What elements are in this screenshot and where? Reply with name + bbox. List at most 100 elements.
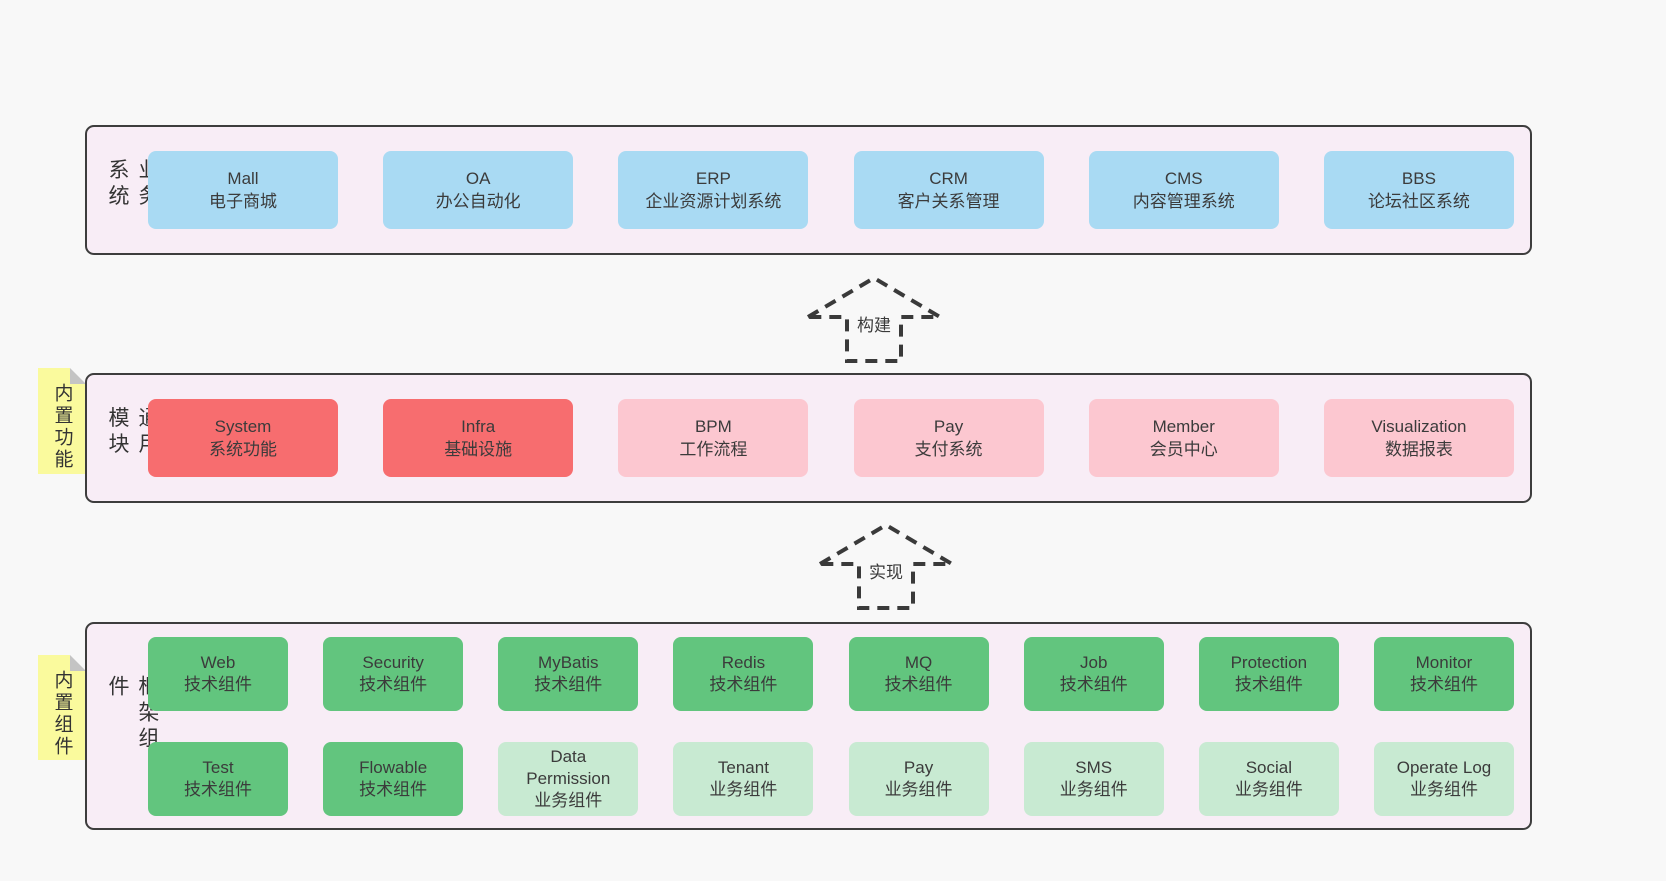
arrow-build: 构建 — [804, 270, 944, 365]
box-subtitle: 技术组件 — [359, 779, 428, 799]
box-subtitle: 技术组件 — [184, 779, 252, 799]
box-member: Member 会员中心 — [1088, 399, 1279, 477]
box-subtitle: 技术组件 — [1234, 674, 1303, 694]
box-subtitle: 系统功能 — [209, 440, 277, 459]
box-pay: Pay 支付系统 — [853, 399, 1044, 477]
box-title: CMS — [1164, 169, 1203, 188]
box-title: SMS — [1075, 757, 1113, 777]
module-row: Mall 电子商城 OA 办公自动化 ERP 企业资源计划系统 CRM 客户关系管理 CMS 内容… — [148, 151, 1514, 229]
box-title: Protection — [1230, 652, 1308, 672]
box-title: Monitor — [1415, 652, 1473, 672]
box-subtitle: 基础设施 — [444, 440, 513, 459]
box-title: Redis — [721, 652, 766, 672]
module-row: System 系统功能 Infra 基础设施 BPM 工作流程 Pay 支付系统 Member 会… — [148, 399, 1514, 477]
box-subtitle: 业务组件 — [709, 779, 778, 799]
layer-business-systems: 业务系统 Mall电子商城OA办公自动化ERP企业资源计划系统CRM客户关系管理… — [85, 125, 1532, 255]
box-infra: Infra 基础设施 — [383, 399, 574, 477]
arrow-implement-shape — [816, 522, 956, 610]
box-title: Visualization — [1371, 417, 1467, 436]
tab-builtin-components-label: 内置组件 — [51, 670, 73, 758]
box-title: MyBatis — [538, 652, 599, 672]
box-visualization: Visualization 数据报表 — [1323, 399, 1514, 477]
box-title: Mall — [227, 169, 259, 188]
box-subtitle: 业务组件 — [1409, 779, 1478, 799]
box-subtitle: 客户关系管理 — [897, 192, 1000, 211]
arrow-build-shape — [804, 275, 944, 363]
box-subtitle: 技术组件 — [884, 674, 953, 694]
box-title: Infra — [461, 417, 496, 436]
box-bpm: BPM 工作流程 — [618, 399, 809, 477]
tab-builtin-features-label: 内置功能 — [51, 383, 73, 471]
layer-common-modules: 通用模块 System系统功能Infra基础设施BPM工作流程Pay支付系统Me… — [85, 373, 1532, 503]
box-title: Tenant — [717, 757, 769, 777]
box-title: Web — [200, 652, 236, 672]
box-title: BBS — [1401, 169, 1436, 188]
box-subtitle: 内容管理系统 — [1132, 192, 1235, 211]
box-subtitle: 技术组件 — [359, 674, 428, 694]
layer-common-modules-boxes: System 系统功能 Infra 基础设施 BPM 工作流程 Pay 支付系统 Member 会… — [148, 375, 1514, 501]
box-title: MQ — [904, 652, 933, 672]
box-title: Pay — [933, 417, 964, 436]
box-title: OA — [465, 169, 491, 188]
box-subtitle: 业务组件 — [534, 790, 603, 810]
arrow-implement: 实现 — [816, 517, 956, 612]
box-title: Data Permission — [526, 746, 611, 788]
arrow-build-label: 构建 — [855, 316, 893, 335]
box-subtitle: 电子商城 — [209, 192, 277, 211]
box-subtitle: 技术组件 — [709, 674, 778, 694]
box-subtitle: 业务组件 — [1234, 779, 1303, 799]
box-title: Member — [1152, 417, 1215, 436]
box-subtitle: 会员中心 — [1149, 440, 1218, 459]
box-title: Flowable — [359, 757, 428, 777]
layer-business-systems-boxes: Mall 电子商城 OA 办公自动化 ERP 企业资源计划系统 CRM 客户关系管理 CMS 内容… — [148, 127, 1514, 253]
box-subtitle: 数据报表 — [1384, 440, 1453, 459]
box-subtitle: 支付系统 — [914, 440, 983, 459]
box-title: Pay — [903, 757, 934, 777]
box-title: System — [214, 417, 272, 436]
box-subtitle: 技术组件 — [1059, 674, 1128, 694]
box-subtitle: 技术组件 — [1409, 674, 1478, 694]
box-bbs: BBS 论坛社区系统 — [1323, 151, 1514, 229]
arrow-implement-label: 实现 — [867, 563, 905, 582]
box-title: BPM — [694, 417, 732, 436]
box-title: Job — [1079, 652, 1108, 672]
box-subtitle: 业务组件 — [884, 779, 953, 799]
box-cms: CMS 内容管理系统 — [1088, 151, 1279, 229]
box-title: Test — [202, 757, 234, 777]
box-system: System 系统功能 — [148, 399, 338, 477]
box-mall: Mall 电子商城 — [148, 151, 338, 229]
box-title: CRM — [929, 169, 968, 188]
box-subtitle: 论坛社区系统 — [1367, 192, 1470, 211]
box-subtitle: 技术组件 — [184, 674, 252, 694]
box-title: Security — [362, 652, 424, 672]
box-subtitle: 技术组件 — [534, 674, 603, 694]
box-subtitle: 企业资源计划系统 — [645, 192, 782, 211]
tab-builtin-features: 内置功能 — [38, 368, 86, 474]
box-title: Social — [1245, 757, 1292, 777]
box-oa: OA 办公自动化 — [383, 151, 574, 229]
box-title: Operate Log — [1396, 757, 1492, 777]
box-subtitle: 工作流程 — [679, 440, 748, 459]
box-title: ERP — [695, 169, 731, 188]
box-subtitle: 办公自动化 — [435, 192, 521, 211]
